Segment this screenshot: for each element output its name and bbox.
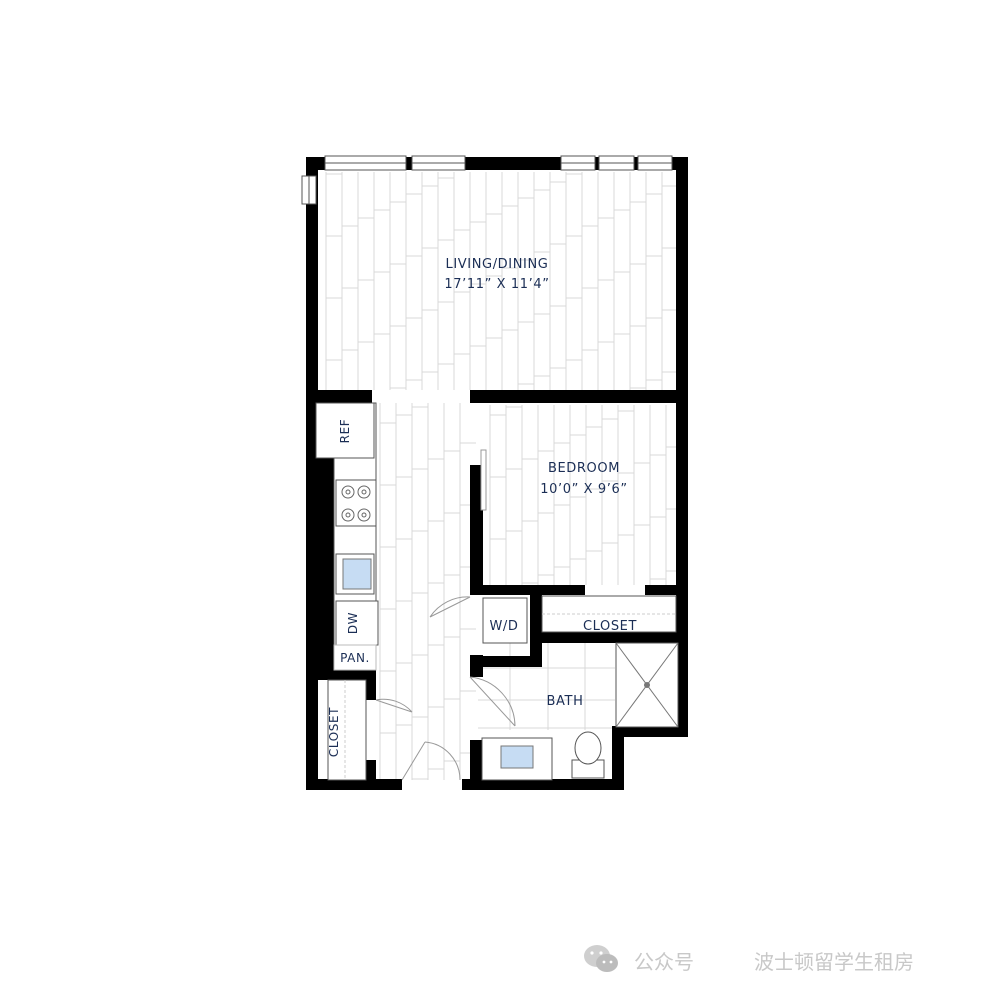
living-room-name: LIVING/DINING <box>446 257 549 272</box>
bath-fixtures <box>481 731 605 781</box>
laundry-and-closet <box>482 595 677 644</box>
pantry <box>333 644 377 671</box>
floor-planks <box>325 172 682 780</box>
bedroom-name: BEDROOM <box>548 461 620 476</box>
bath-sink <box>500 745 534 769</box>
entry-closet <box>327 679 367 781</box>
cooktop <box>335 479 377 527</box>
pantry-label: PAN. <box>340 651 370 665</box>
watermark-account-label: 公众号 <box>634 950 694 974</box>
refrigerator-label: REF <box>338 419 352 444</box>
washer-dryer <box>482 597 528 644</box>
entry-closet-name: CLOSET <box>327 707 341 757</box>
doors <box>375 449 516 781</box>
bedroom-closet-name: CLOSET <box>583 619 637 634</box>
bedroom-dims: 10’0” X 9’6” <box>540 482 627 497</box>
bath-tile-floor <box>478 642 615 730</box>
bath-name: BATH <box>547 694 584 709</box>
dishwasher-label: DW <box>346 612 360 634</box>
interior-walls <box>318 390 688 790</box>
room-labels: LIVING/DINING 17’11” X 11’4” BEDROOM 10’… <box>327 257 637 757</box>
watermark-account-name: 波士顿留学生租房 <box>754 950 914 974</box>
kitchen-sink <box>335 553 375 595</box>
refrigerator <box>315 402 375 459</box>
washer-dryer-label: W/D <box>489 619 518 634</box>
living-room-dims: 17’11” X 11’4” <box>444 277 549 292</box>
wechat-icon <box>584 945 618 972</box>
shower <box>615 642 679 728</box>
kitchen <box>315 402 379 671</box>
toilet <box>571 731 605 779</box>
watermark: 公众号 波士顿留学生租房 <box>582 940 982 980</box>
windows <box>301 155 673 205</box>
